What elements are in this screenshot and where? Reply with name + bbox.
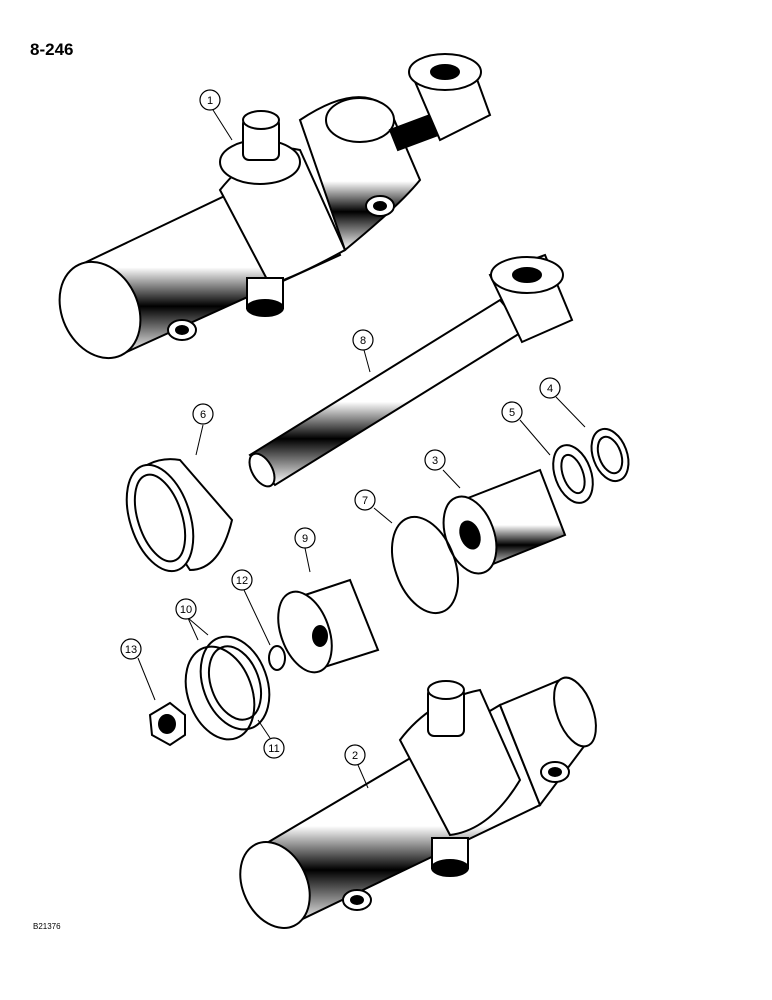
barrel-assembly-bottom: [239, 676, 597, 929]
svg-text:4: 4: [547, 383, 553, 395]
callouts: [137, 109, 586, 789]
figure-code: B21376: [33, 922, 61, 931]
svg-text:5: 5: [509, 407, 515, 419]
svg-text:2: 2: [352, 750, 358, 762]
svg-text:10: 10: [180, 604, 192, 616]
page-number: 8-246: [30, 40, 74, 59]
nut: [148, 701, 186, 747]
svg-text:9: 9: [302, 533, 308, 545]
callout-7: 7: [354, 489, 376, 511]
piston: [442, 468, 567, 575]
seal-5: [552, 444, 594, 504]
seal-rings-10-11: [184, 635, 271, 741]
callout-8: 8: [352, 329, 374, 351]
barrel-assembly-top: [58, 53, 492, 360]
callout-3: 3: [424, 449, 446, 471]
callout-6: 6: [192, 403, 214, 425]
o-ring-7: [391, 515, 459, 615]
svg-text:3: 3: [432, 455, 438, 467]
svg-text:8: 8: [360, 335, 366, 347]
callout-12: 12: [231, 569, 253, 591]
callout-4: 4: [539, 377, 561, 399]
svg-text:11: 11: [268, 743, 279, 755]
callout-10: 10: [175, 598, 197, 620]
o-ring-12: [268, 645, 286, 671]
svg-text:1: 1: [207, 95, 213, 107]
svg-text:6: 6: [200, 409, 206, 421]
piston-rod: [248, 253, 574, 488]
callout-1: 1: [199, 89, 221, 111]
svg-text:12: 12: [236, 575, 248, 587]
svg-text:13: 13: [125, 644, 137, 656]
callout-5: 5: [501, 401, 523, 423]
callout-2: 2: [344, 744, 366, 766]
piston-section-9: [277, 578, 380, 674]
gland-ring: [125, 458, 234, 573]
svg-text:7: 7: [362, 495, 368, 507]
callout-11: 11: [263, 737, 285, 759]
callout-13: 13: [120, 638, 142, 660]
callout-9: 9: [294, 527, 316, 549]
seal-4: [590, 427, 630, 483]
